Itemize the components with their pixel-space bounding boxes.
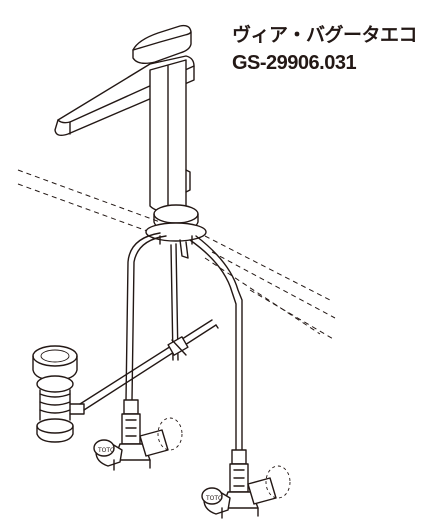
svg-text:TOTO: TOTO	[97, 447, 115, 454]
product-name: ヴィア・バグータエコ	[232, 24, 418, 46]
countertop-outline	[17, 169, 336, 341]
svg-text:TOTO: TOTO	[205, 495, 223, 502]
drain-pop-up	[32, 345, 85, 443]
angle-stop-valve-left: TOTO	[93, 399, 183, 471]
angle-stop-valve-right: TOTO	[201, 449, 291, 519]
pop-up-rod	[79, 319, 219, 411]
product-code: GS-29906.031	[232, 52, 357, 74]
faucet-spout	[54, 24, 195, 213]
